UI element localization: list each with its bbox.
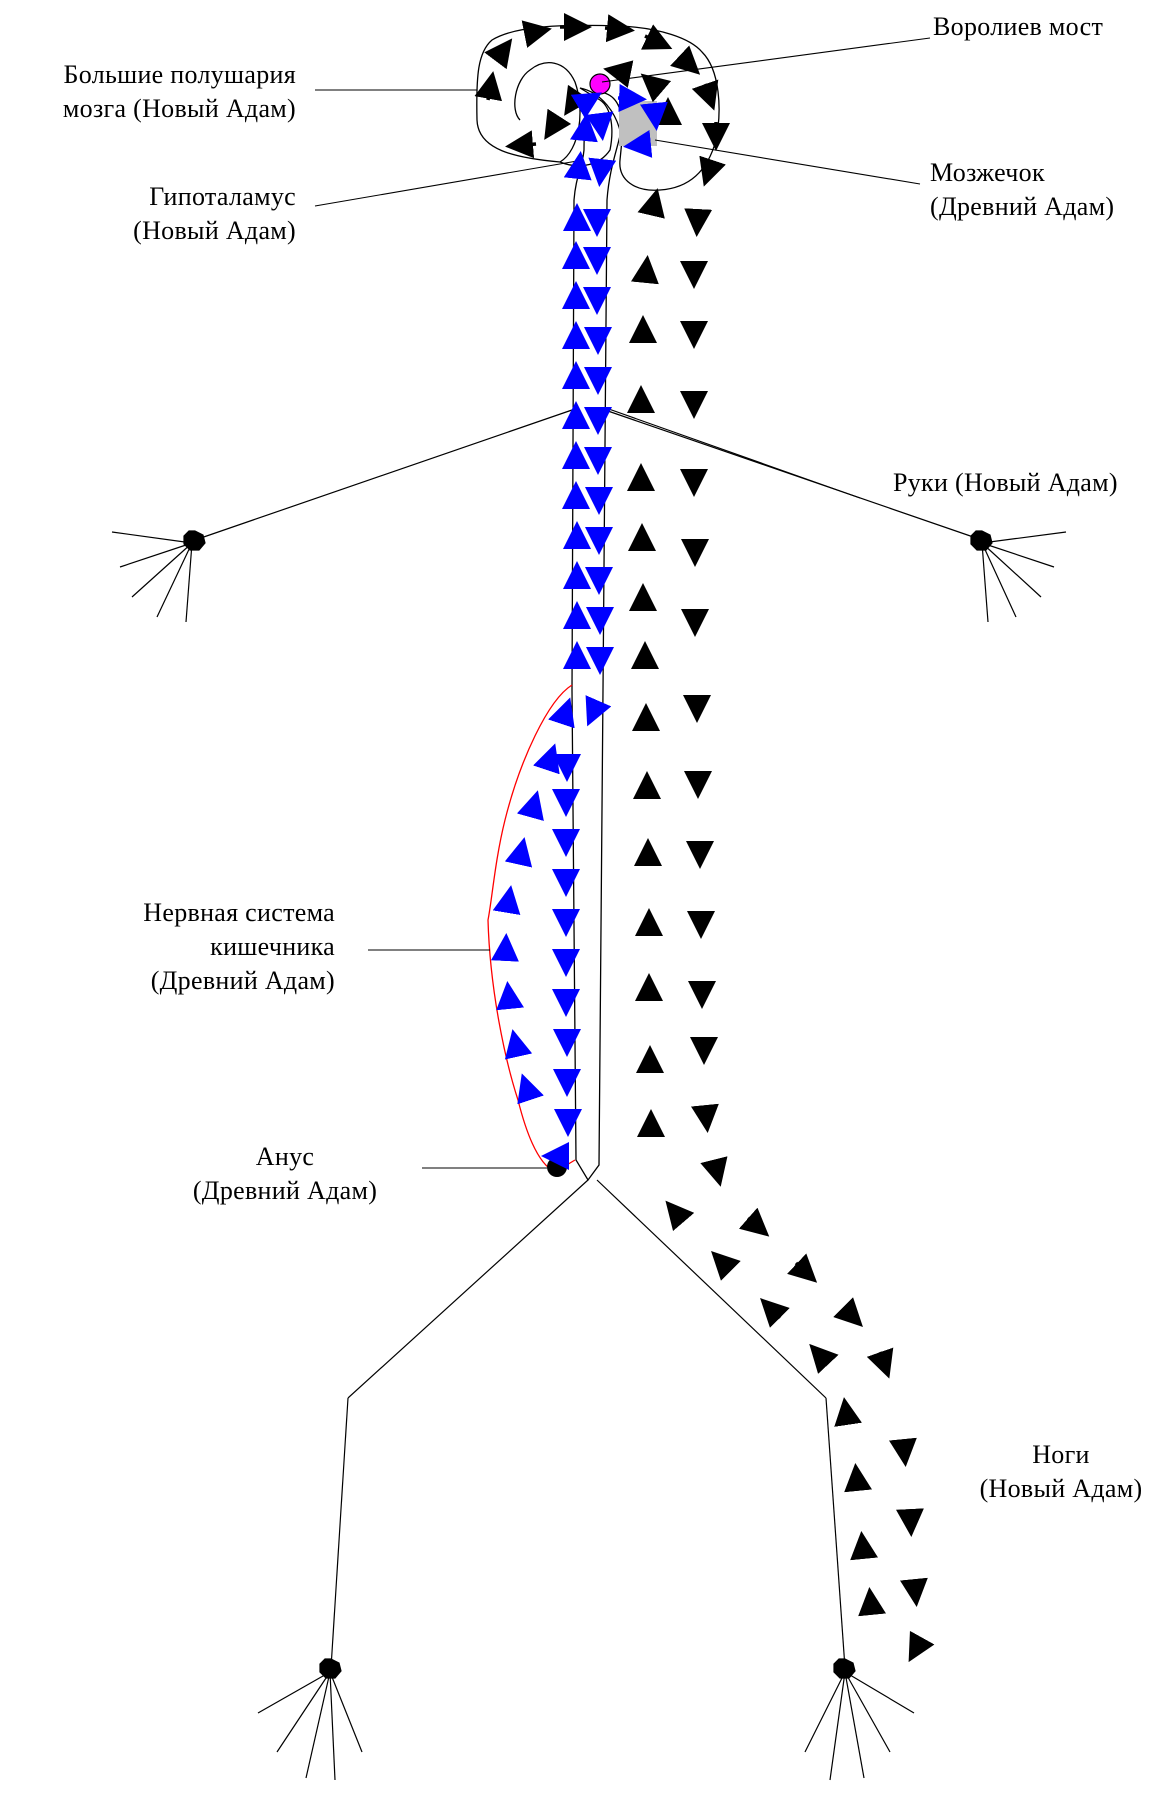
label-arms-line1: Руки (Новый Адам) <box>893 468 1118 497</box>
label-hypothalamus: Гипоталамус (Новый Адам) <box>60 180 296 248</box>
label-hemispheres-line2: мозга (Новый Адам) <box>62 94 296 123</box>
label-anus: Анус (Древний Адам) <box>165 1140 405 1208</box>
label-cerebellum-line2: (Древний Адам) <box>930 192 1115 221</box>
enteric-outline <box>487 684 576 1173</box>
brain-inner-curve <box>514 62 581 163</box>
ascending-arrows <box>627 188 887 1617</box>
label-pons: Воролиев мост <box>933 10 1103 44</box>
label-enteric: Нервная система кишечника (Древний Адам) <box>60 896 335 998</box>
arms <box>111 409 1067 623</box>
label-hypothalamus-line1: Гипоталамус <box>149 182 296 211</box>
label-enteric-line2: кишечника <box>210 932 335 961</box>
leader-lines <box>314 37 931 1169</box>
label-anus-line2: (Древний Адам) <box>192 1176 378 1205</box>
label-enteric-line3: (Древний Адам) <box>150 966 335 995</box>
label-hemispheres: Большие полушария мозга (Новый Адам) <box>0 58 296 126</box>
label-legs: Ноги (Новый Адам) <box>956 1438 1166 1506</box>
label-legs-line2: (Новый Адам) <box>979 1474 1143 1503</box>
blue-enteric-arrows <box>490 697 582 1170</box>
cerebellum-block <box>619 101 657 146</box>
blue-spinal-arrows <box>562 203 614 727</box>
descending-arrows <box>680 208 935 1663</box>
brain-loop-arrows <box>474 13 730 187</box>
label-enteric-line1: Нервная система <box>143 898 335 927</box>
label-cerebellum-line1: Мозжечок <box>930 158 1045 187</box>
label-legs-line1: Ноги <box>1032 1440 1090 1469</box>
label-cerebellum: Мозжечок (Древний Адам) <box>930 156 1114 224</box>
label-hypothalamus-line2: (Новый Адам) <box>133 216 296 245</box>
label-pons-line1: Воролиев мост <box>933 12 1104 41</box>
label-arms: Руки (Новый Адам) <box>893 466 1118 500</box>
pons-dot <box>589 73 611 95</box>
blue-brain-arrows <box>563 84 668 187</box>
hemispheres-outline <box>476 24 720 191</box>
anus-dot <box>547 1157 567 1177</box>
legs <box>257 1179 915 1781</box>
label-anus-line1: Анус <box>255 1142 315 1171</box>
label-hemispheres-line1: Большие полушария <box>63 60 296 89</box>
